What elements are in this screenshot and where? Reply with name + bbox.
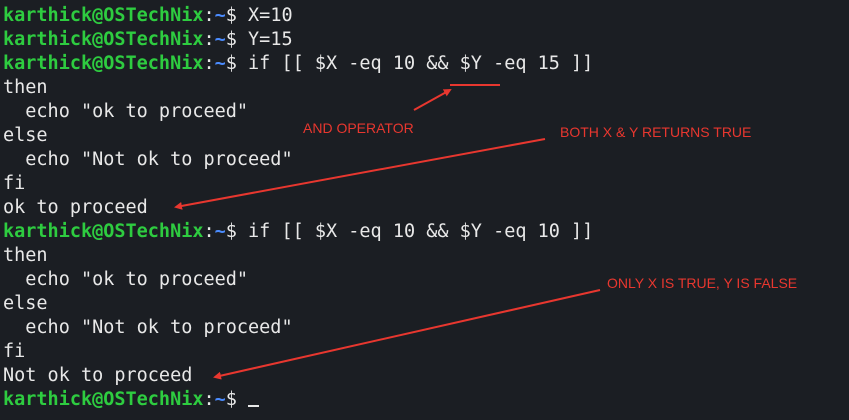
prompt-path: ~ [214,389,226,410]
terminal-line: else [3,293,48,314]
prompt-symbol: $ [225,389,237,410]
terminal-line: echo "ok to proceed" [3,101,249,122]
prompt-user-host: karthick@OSTechNix [3,53,204,74]
command-text: Y=15 [236,29,293,50]
annotation-both-true: BOTH X & Y RETURNS TRUE [560,124,752,140]
prompt-path: ~ [214,5,226,26]
terminal-line: else [3,125,48,146]
prompt-symbol: $ [225,53,237,74]
terminal-line: then [3,245,48,266]
terminal-line: karthick@OSTechNix:~$ if [[ $X -eq 10 &&… [3,53,594,74]
terminal-line: karthick@OSTechNix:~$ X=10 [3,5,293,26]
terminal-line: echo "Not ok to proceed" [3,149,293,170]
terminal-line: karthick@OSTechNix:~$ if [[ $X -eq 10 &&… [3,221,594,242]
terminal-line: echo "ok to proceed" [3,269,249,290]
prompt-path: ~ [214,29,226,50]
prompt-symbol: $ [225,221,237,242]
prompt-symbol: $ [225,5,237,26]
command-text [237,389,248,410]
prompt-symbol: $ [225,29,237,50]
prompt-path: ~ [214,221,226,242]
terminal-input-line[interactable]: karthick@OSTechNix:~$ [3,388,260,412]
annotation-only-x-true: ONLY X IS TRUE, Y IS FALSE [607,275,798,291]
text-cursor [248,405,260,407]
prompt-user-host: karthick@OSTechNix [3,389,204,410]
terminal-line: then [3,77,48,98]
annotation-and-operator: AND OPERATOR [303,120,414,136]
prompt-user-host: karthick@OSTechNix [3,29,204,50]
terminal-line: karthick@OSTechNix:~$ Y=15 [3,29,293,50]
terminal-line: fi [3,341,26,362]
terminal-line: fi [3,173,26,194]
terminal-output: Not ok to proceed [3,365,193,386]
prompt-path: ~ [214,53,226,74]
command-text: if [[ $X -eq 10 && $Y -eq 10 ]] [236,221,594,242]
terminal-line: echo "Not ok to proceed" [3,317,293,338]
command-text: X=10 [236,5,293,26]
terminal-output: ok to proceed [3,197,148,218]
prompt-user-host: karthick@OSTechNix [3,221,204,242]
command-text: if [[ $X -eq 10 && $Y -eq 15 ]] [236,53,594,74]
prompt-user-host: karthick@OSTechNix [3,5,204,26]
and-operator-arrow [413,89,452,111]
